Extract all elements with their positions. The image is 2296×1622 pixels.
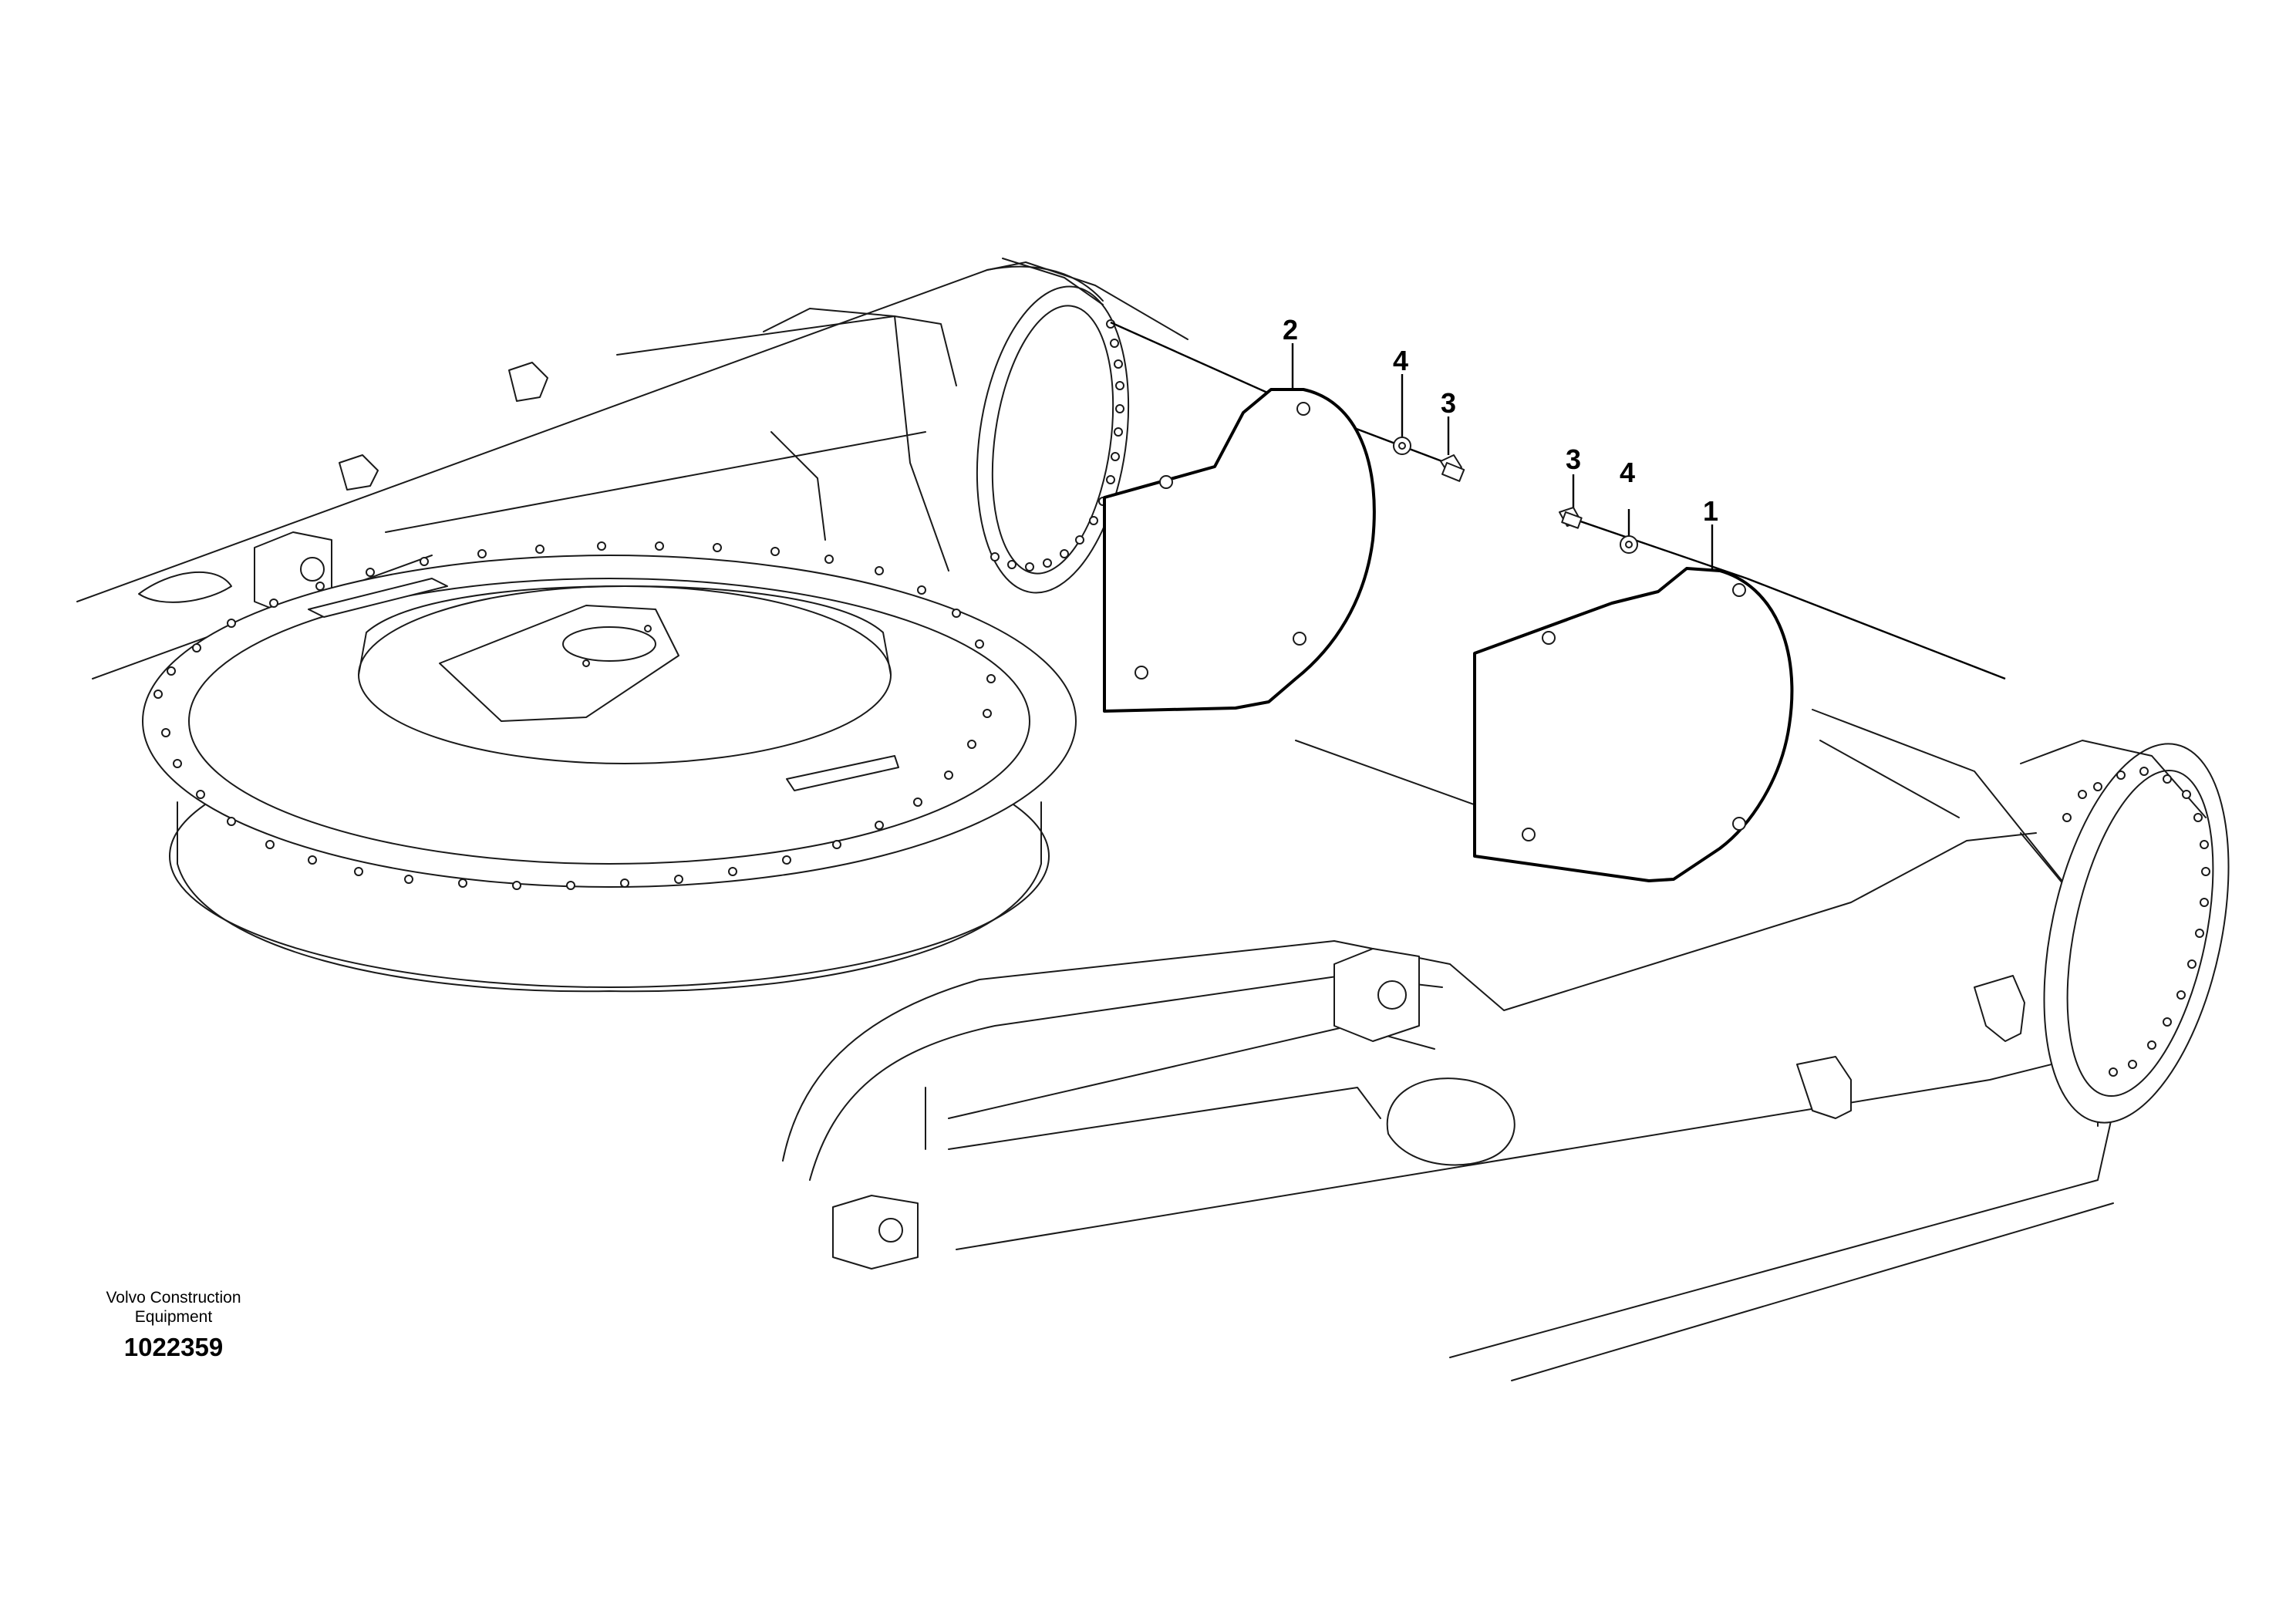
- bolt-part-3-left: [1440, 454, 1465, 482]
- callout-part-2: 2: [1283, 314, 1298, 346]
- bolt-part-3-right: [1559, 507, 1583, 529]
- drawing-footer: Volvo Construction Equipment 1022359: [54, 1288, 293, 1362]
- callout-part-4-right: 4: [1620, 457, 1635, 488]
- callout-part-4-left: 4: [1393, 345, 1408, 376]
- slewing-ring: [142, 541, 1077, 993]
- washer-part-4-left: [1393, 437, 1411, 455]
- cover-plate-part-2: [1103, 388, 1376, 713]
- cover-plate-part-1: [1473, 567, 1794, 882]
- callout-part-1: 1: [1703, 495, 1718, 527]
- callout-part-3-right: 3: [1566, 443, 1581, 475]
- manufacturer-line-1: Volvo Construction: [106, 1289, 241, 1307]
- drawing-number: 1022359: [123, 1333, 224, 1361]
- bolt-holes: [153, 541, 996, 890]
- right-ring-holes: [2062, 767, 2210, 1077]
- callout-part-3-left: 3: [1441, 387, 1456, 419]
- washer-part-4-right: [1620, 535, 1638, 554]
- manufacturer-line-2: Equipment: [134, 1308, 213, 1326]
- right-side-frame: [782, 709, 2230, 1381]
